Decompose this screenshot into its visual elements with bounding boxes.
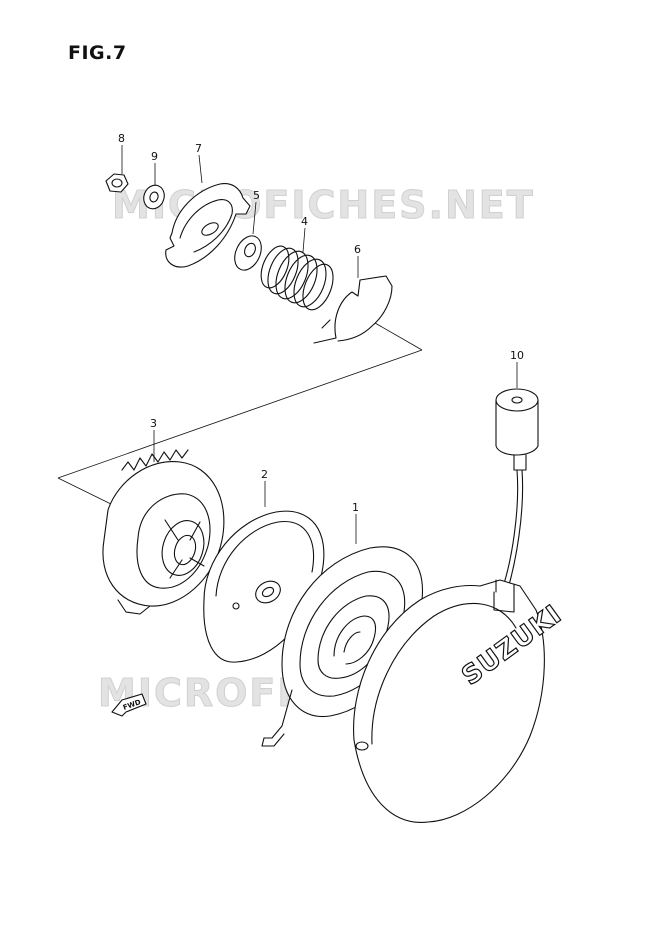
callout-1: 1 — [352, 501, 359, 514]
callout-9: 9 — [151, 150, 158, 163]
callout-2: 2 — [261, 468, 268, 481]
part-5-washer — [234, 201, 262, 271]
callout-3: 3 — [150, 417, 157, 430]
callout-8: 8 — [118, 132, 125, 145]
figure-title: FIG.7 — [68, 42, 127, 64]
part-6-wire-clip — [313, 256, 393, 344]
callout-5: 5 — [253, 189, 260, 202]
part-4-coil-spring — [260, 227, 334, 311]
part-10-starter-grip — [495, 362, 539, 593]
callout-6: 6 — [354, 243, 361, 256]
callout-10: 10 — [510, 349, 524, 362]
part-7-ratchet-guide — [165, 154, 251, 268]
assembly-guide-lines — [57, 322, 423, 507]
callout-4: 4 — [301, 215, 308, 228]
callout-7: 7 — [195, 142, 202, 155]
part-3-starter-pulley — [102, 430, 225, 615]
part-8-flange-nut — [105, 145, 129, 193]
part-9-washer — [143, 163, 165, 210]
